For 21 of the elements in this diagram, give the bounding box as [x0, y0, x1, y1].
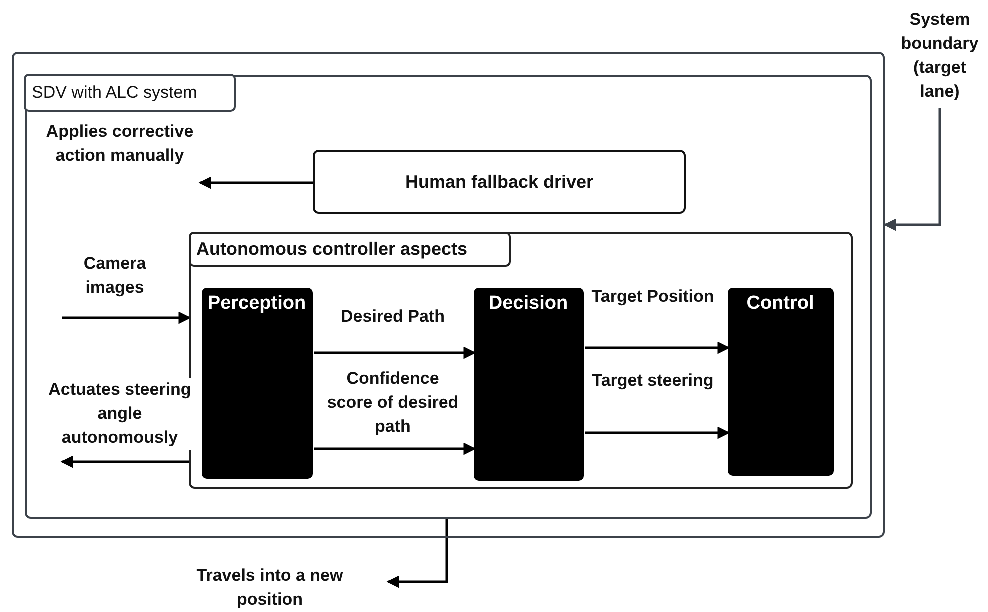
arrow — [585, 342, 730, 354]
process-block — [474, 288, 584, 480]
arrow — [314, 346, 476, 360]
arrow — [314, 442, 476, 456]
box-label: Human fallback driver — [405, 172, 594, 192]
boundary-label: System boundary (target lane) — [895, 8, 985, 108]
block-title: Control — [746, 292, 816, 316]
process-box — [313, 150, 686, 214]
process-block — [202, 288, 312, 478]
title-tab: SDV with ALC system — [24, 74, 236, 112]
arrow — [198, 176, 314, 190]
controller-container — [189, 232, 853, 489]
arrow — [386, 519, 448, 588]
arrow — [585, 426, 730, 440]
process-block — [728, 288, 834, 476]
arrow — [884, 108, 942, 232]
block-title: Decision — [488, 292, 570, 316]
arrow — [60, 456, 190, 468]
title-tab: Autonomous controller aspects — [188, 232, 510, 266]
block-title: Perception — [206, 292, 308, 316]
arrow — [62, 312, 192, 324]
